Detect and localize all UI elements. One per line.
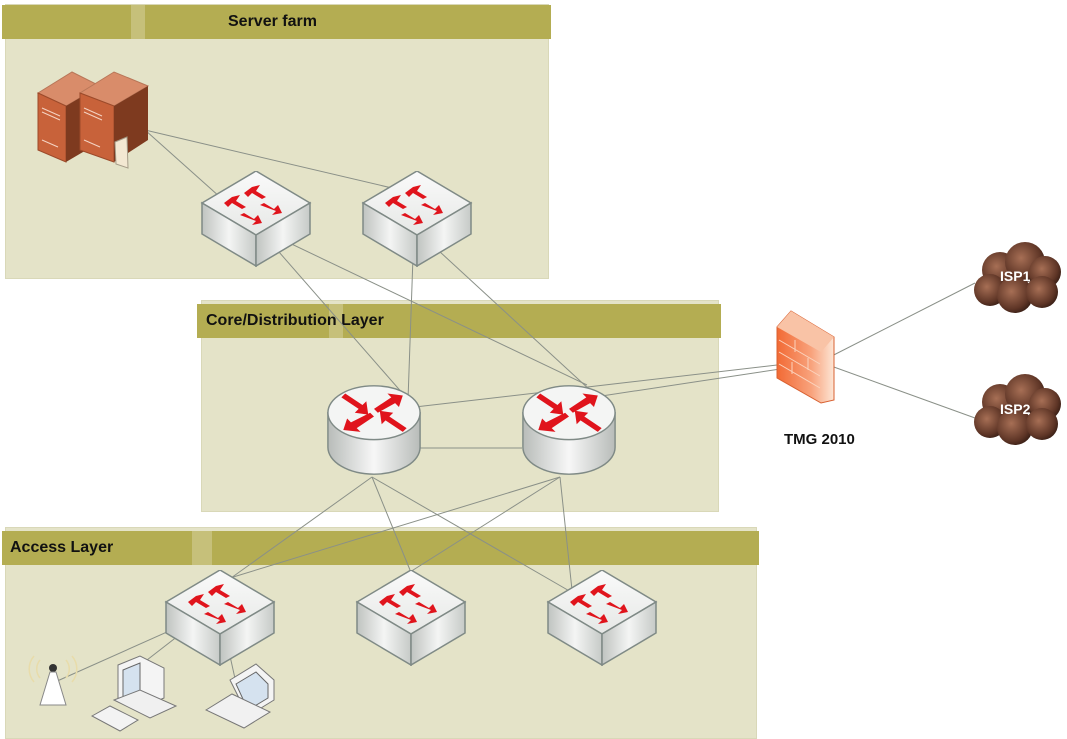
link-sw2-core2 bbox=[413, 227, 591, 391]
core-router-2 bbox=[522, 385, 616, 475]
link-core2-acc1 bbox=[229, 476, 561, 579]
link-core1-acc3 bbox=[371, 476, 586, 601]
server-farm-header: Server farm bbox=[2, 5, 551, 39]
isp2-label: ISP2 bbox=[1000, 401, 1031, 417]
access-header: Access Layer bbox=[2, 531, 759, 565]
link-fw-isp2 bbox=[819, 361, 976, 419]
link-sw1-core1 bbox=[257, 227, 405, 396]
isp2-cloud-icon bbox=[974, 374, 1061, 445]
isp1-label: ISP1 bbox=[1000, 268, 1031, 284]
core-router-1 bbox=[327, 385, 421, 475]
desktop-computer-icon bbox=[90, 655, 178, 732]
server-icon bbox=[36, 71, 150, 169]
access-switch-3 bbox=[547, 570, 657, 666]
link-core2-acc2 bbox=[409, 476, 561, 573]
core-title: Core/Distribution Layer bbox=[206, 312, 384, 329]
server-switch-1 bbox=[201, 171, 311, 267]
wireless-access-point-icon bbox=[28, 655, 78, 706]
isp1-cloud-icon bbox=[974, 242, 1061, 313]
core-header: Core/Distribution Layer bbox=[197, 304, 721, 338]
link-core2-acc3 bbox=[559, 476, 573, 591]
server-farm-title: Server farm bbox=[228, 13, 317, 30]
link-core1-fw bbox=[414, 359, 821, 408]
link-fw-isp1 bbox=[819, 282, 976, 363]
link-sw1-core2 bbox=[257, 227, 588, 386]
access-switch-2 bbox=[356, 570, 466, 666]
laptop-icon bbox=[204, 663, 275, 729]
firewall-icon bbox=[776, 310, 835, 404]
link-core1-acc1 bbox=[230, 476, 373, 579]
link-server-sw2 bbox=[144, 129, 410, 193]
link-core1-acc2 bbox=[371, 476, 411, 571]
access-title: Access Layer bbox=[10, 539, 114, 556]
access-switch-1 bbox=[165, 570, 275, 666]
firewall-label: TMG 2010 bbox=[784, 431, 855, 448]
